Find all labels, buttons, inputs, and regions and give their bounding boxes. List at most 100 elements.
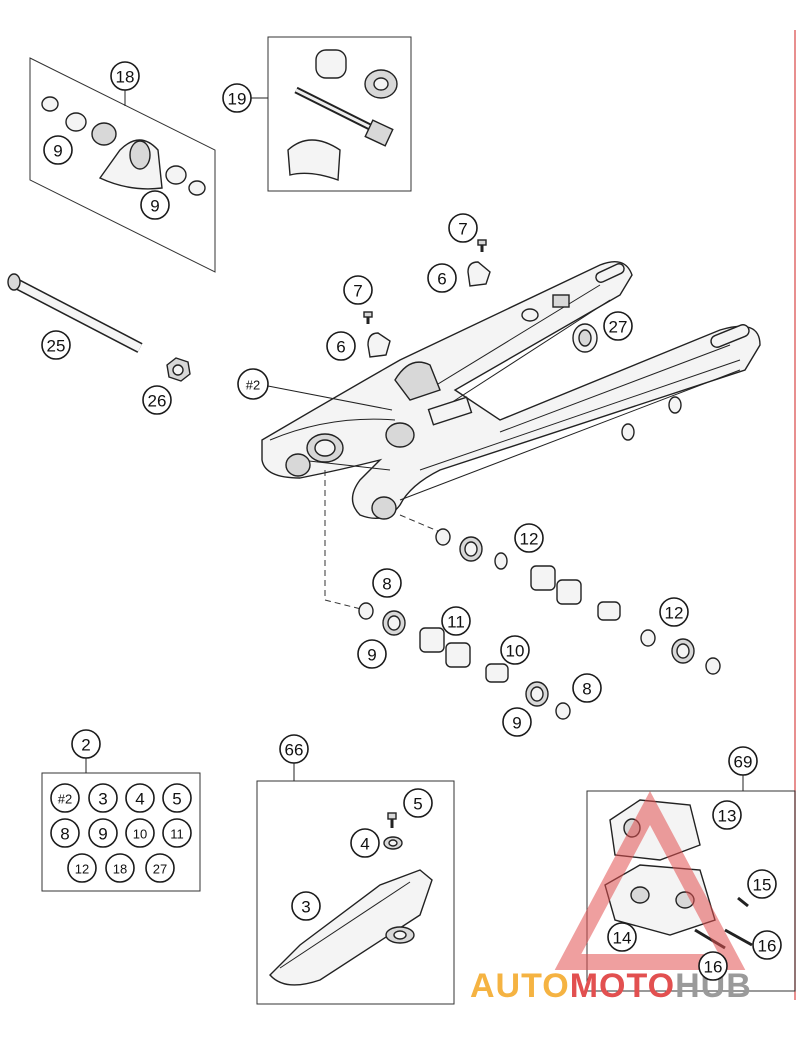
- svg-text:12: 12: [75, 862, 89, 877]
- svg-text:18: 18: [113, 862, 127, 877]
- svg-text:16: 16: [758, 937, 777, 956]
- kit-2-item: 10: [125, 818, 155, 848]
- svg-text:14: 14: [613, 929, 632, 948]
- callout-6-a: 6: [427, 263, 457, 293]
- callout-15: 15: [747, 869, 777, 899]
- kit-2-item: 4: [125, 783, 155, 813]
- callout-13: 13: [712, 800, 742, 830]
- callout-6-b: 6: [326, 331, 356, 361]
- kit-66-panel: [256, 780, 455, 1005]
- bolt-kit-19-parts: [287, 49, 398, 181]
- kit-2-item: 5: [162, 783, 192, 813]
- svg-text:6: 6: [336, 338, 345, 357]
- svg-text:5: 5: [172, 790, 181, 809]
- svg-text:10: 10: [133, 827, 147, 842]
- callout-19: 19: [222, 83, 252, 113]
- svg-text:3: 3: [98, 790, 107, 809]
- svg-text:6: 6: [437, 270, 446, 289]
- svg-text:9: 9: [150, 197, 159, 216]
- svg-text:AUTOMOTOHUB: AUTOMOTOHUB: [470, 967, 752, 1005]
- callout-7-b: 7: [343, 275, 373, 305]
- swingarm: [261, 261, 761, 520]
- kit-2-panel: [41, 772, 201, 892]
- bearing-stack-right: [435, 528, 721, 675]
- leader-sub2: [267, 385, 393, 411]
- callout-11: 11: [441, 606, 471, 636]
- callout-sub2: #2: [237, 368, 269, 400]
- washer-4: [383, 836, 403, 850]
- kit-2-item: 12: [67, 853, 97, 883]
- screw-15: [737, 896, 749, 908]
- svg-text:19: 19: [228, 90, 247, 109]
- callout-4: 4: [350, 828, 380, 858]
- bolt-7-upper: [477, 239, 487, 252]
- bearing-stack-left: [358, 602, 571, 720]
- callout-27: 27: [603, 311, 633, 341]
- callout-9-d: 9: [502, 707, 532, 737]
- kit-2-item: 27: [145, 853, 175, 883]
- callout-16-b: 16: [698, 951, 728, 981]
- bolt-7-lower: [363, 311, 373, 324]
- svg-text:2: 2: [81, 736, 90, 755]
- kit-2-item: 11: [162, 818, 192, 848]
- bushing-27: [572, 323, 598, 353]
- svg-text:7: 7: [458, 220, 467, 239]
- callout-25: 25: [41, 330, 71, 360]
- svg-text:9: 9: [512, 714, 521, 733]
- svg-text:4: 4: [135, 790, 144, 809]
- callout-5: 5: [403, 788, 433, 818]
- svg-text:7: 7: [353, 282, 362, 301]
- svg-text:9: 9: [367, 646, 376, 665]
- clamp-6-upper: [467, 261, 491, 287]
- axle-nut-26: [166, 357, 191, 382]
- watermark-logo: AUTOMOTOHUB: [470, 790, 752, 1005]
- bearing-kit-18-parts: [41, 96, 206, 196]
- assembly-line-left-2: [324, 599, 366, 611]
- callout-12-a: 12: [514, 523, 544, 553]
- callout-66: 66: [279, 734, 309, 764]
- kit-19-panel: [267, 36, 412, 192]
- svg-text:27: 27: [153, 862, 167, 877]
- callout-9-c: 9: [357, 639, 387, 669]
- callout-9-b: 9: [140, 190, 170, 220]
- callout-9-a: 9: [43, 135, 73, 165]
- svg-text:26: 26: [148, 392, 167, 411]
- svg-text:9: 9: [98, 825, 107, 844]
- svg-text:18: 18: [116, 68, 135, 87]
- callout-10: 10: [500, 635, 530, 665]
- callout-8-a: 8: [372, 568, 402, 598]
- svg-text:8: 8: [60, 825, 69, 844]
- callout-2: 2: [71, 729, 101, 759]
- svg-text:#2: #2: [246, 378, 260, 393]
- svg-text:4: 4: [360, 835, 369, 854]
- watermark-triangle: [554, 790, 746, 970]
- svg-text:13: 13: [718, 807, 737, 826]
- callout-8-b: 8: [572, 673, 602, 703]
- svg-text:66: 66: [285, 741, 304, 760]
- callout-69: 69: [728, 746, 758, 776]
- svg-text:9: 9: [53, 142, 62, 161]
- svg-text:27: 27: [609, 318, 628, 337]
- screw-5: [387, 812, 397, 828]
- svg-text:5: 5: [413, 795, 422, 814]
- svg-text:25: 25: [47, 337, 66, 356]
- watermark-text-moto: MOTO: [570, 967, 675, 1005]
- svg-text:69: 69: [734, 753, 753, 772]
- callout-16-a: 16: [752, 930, 782, 960]
- callout-18: 18: [110, 61, 140, 91]
- svg-text:16: 16: [704, 958, 723, 977]
- kit-69-panel: [586, 790, 796, 992]
- swingarm-axle-25: [7, 273, 143, 353]
- watermark-text-auto: AUTO: [470, 967, 570, 1005]
- svg-text:11: 11: [170, 827, 184, 842]
- callout-7-a: 7: [448, 213, 478, 243]
- kit-2-item: 3: [88, 783, 118, 813]
- clamp-6-lower: [367, 332, 391, 358]
- kit-2-item: 8: [50, 818, 80, 848]
- svg-text:8: 8: [582, 680, 591, 699]
- svg-text:11: 11: [447, 613, 465, 632]
- callout-12-b: 12: [659, 597, 689, 627]
- kit-18-panel: [29, 57, 216, 273]
